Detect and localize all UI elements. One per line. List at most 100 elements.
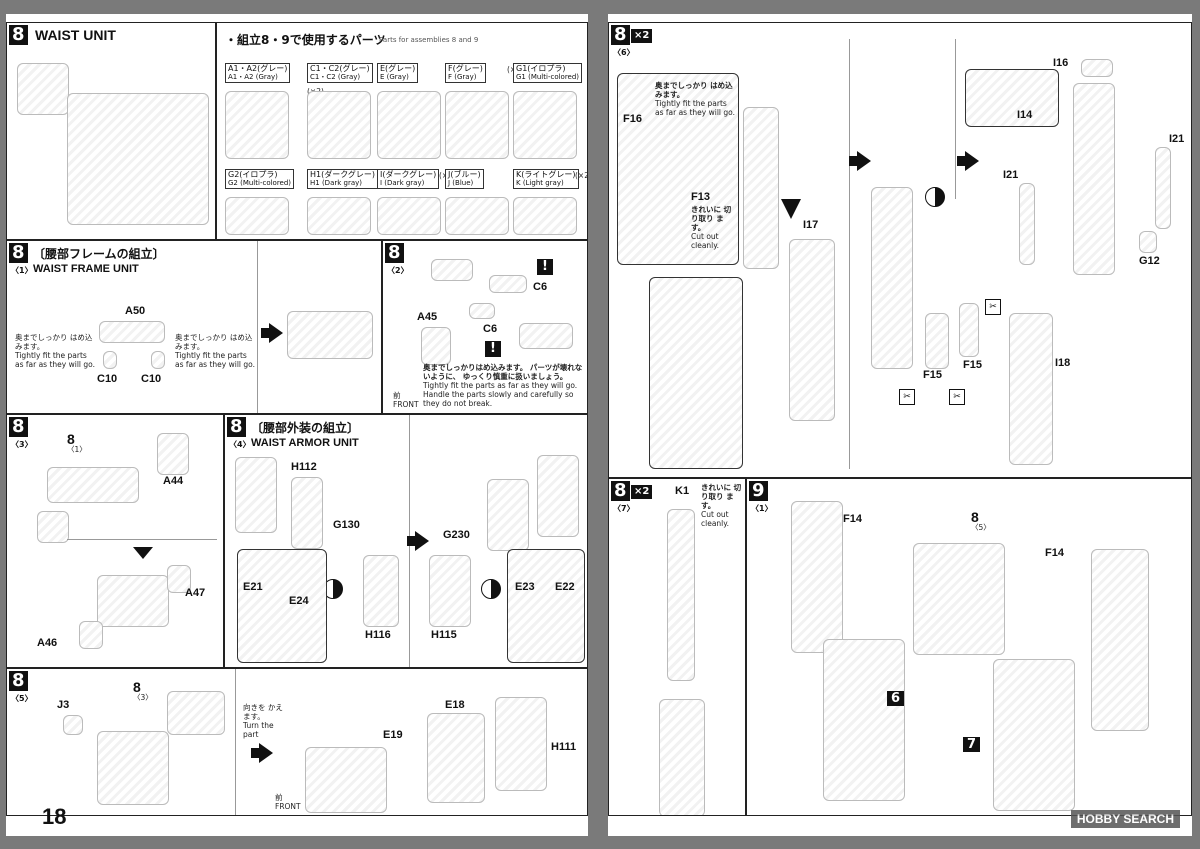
down-arrow-icon (781, 199, 801, 219)
leg-label-7: 7 (963, 737, 981, 752)
part-label-f15-right: F15 (963, 359, 982, 371)
divider (235, 669, 236, 815)
cut-icon: ✂ (985, 299, 1001, 315)
part-h112-illustration (291, 477, 323, 549)
ref-substep: 〈1〉 (67, 445, 87, 454)
part-c6-illustration-top (489, 275, 527, 293)
waist-small-illustration (17, 63, 69, 115)
parts-list-box: ・組立8・9で使用するパーツ Parts for assemblies 8 an… (216, 22, 588, 240)
runner-label: G1(イロプラ)G1 (Multi-colored) (513, 63, 583, 83)
substep-number: 〈6〉 (613, 48, 635, 57)
leg-6-illustration (823, 639, 905, 801)
step8-1-box: 8 〈1〉 〔腰部フレームの組立〕 WAIST FRAME UNIT A50 C… (6, 240, 382, 414)
part-i21-right-illustration (1155, 147, 1171, 229)
runner-illustration (377, 91, 441, 159)
assembled-illustration (97, 575, 169, 627)
step-title-jp: 〔腰部外装の組立〕 (251, 421, 360, 435)
next-arrow-icon (261, 323, 283, 343)
caution-note: 奥までしっかりはめ込みます。 パーツが壊れないように、 ゆっくり慎重に扱いましょ… (423, 363, 583, 408)
next-arrow-icon (957, 151, 979, 171)
waist-unit-illustration (913, 543, 1005, 655)
ref-step: 8 (971, 509, 979, 525)
fit-note: 奥までしっかり はめ込みます。Tightly fit the parts as … (655, 81, 735, 117)
part-label-c6-top: C6 (533, 281, 548, 293)
part-label-h112: H112 (291, 461, 317, 473)
part-label-i21-left: I21 (1003, 169, 1019, 181)
armor-right-back-illustration (537, 455, 579, 537)
runner-label: K(ライトグレー)K (Light gray) (513, 169, 579, 189)
part-label-c10-right: C10 (141, 373, 162, 385)
part-c6-illustration-mid (469, 303, 495, 319)
detail-inset-2 (519, 323, 573, 349)
substep-number: 〈1〉 (11, 266, 33, 275)
step-title-en: WAIST FRAME UNIT (33, 263, 139, 275)
substep-number: 〈2〉 (387, 266, 409, 275)
front-label: 前 FRONT (275, 793, 301, 811)
detail-inset-1 (431, 259, 473, 281)
part-a45-illustration (421, 327, 451, 365)
runner-illustration (225, 197, 289, 235)
detail-inset-right (507, 549, 585, 663)
detail-inset-i14 (965, 69, 1059, 127)
cut-note: きれいに 切り取り ます。Cut out cleanly. (701, 483, 742, 528)
armor-left-illustration (235, 457, 277, 533)
step-number: 8 (9, 243, 28, 263)
part-h116-illustration (363, 555, 399, 627)
right-binder-illustration (1091, 549, 1149, 731)
note-left: 奥までしっかり はめ込みます。Tightly fit the parts as … (15, 333, 95, 369)
part-label-i21-right: I21 (1169, 133, 1185, 145)
column-result-illustration (659, 699, 705, 815)
cut-note: きれいに 切り取り ます。Cut out cleanly. (691, 205, 732, 250)
detail-inset-left (237, 549, 327, 663)
part-lower-illustration (37, 511, 69, 543)
turn-note: 向きを かえます。Turn the part (243, 703, 283, 739)
part-label-i16: I16 (1053, 57, 1069, 69)
part-i17-illustration (789, 239, 835, 421)
part-label-i14: I14 (1017, 109, 1033, 121)
armor-assembly-illustration (97, 731, 169, 805)
part-h111-illustration (495, 697, 547, 791)
quantity-badge: ×2 (631, 29, 653, 43)
part-g12-illustration (1139, 231, 1157, 253)
part-f15-right-illustration (959, 303, 979, 357)
part-label-a47: A47 (185, 587, 206, 599)
section-title: WAIST UNIT (35, 27, 116, 43)
step-number: 8 (385, 243, 404, 263)
runner-label: C1・C2(グレー)C1・C2 (Gray) (307, 63, 373, 83)
cement-icon (481, 579, 501, 599)
part-k1-rods-illustration (667, 509, 695, 681)
runner-illustration (445, 197, 509, 235)
runner-label: G2(イロプラ)G2 (Multi-colored) (225, 169, 295, 189)
part-c10-right-illustration (151, 351, 165, 369)
step-number: 8 (9, 25, 28, 45)
part-i18-illustration (1009, 313, 1053, 465)
part-label-c6-mid: C6 (483, 323, 498, 335)
part-label-a50: A50 (125, 305, 146, 317)
runner-label: I(ダークグレー)I (Dark gray) (377, 169, 440, 189)
quantity-badge: ×2 (631, 485, 653, 499)
runner-label: H1(ダークグレー)H1 (Dark gray) (307, 169, 379, 189)
column-top-illustration (1073, 83, 1115, 275)
step-title-en: WAIST ARMOR UNIT (251, 437, 359, 449)
runner-label: F(グレー)F (Gray) (445, 63, 486, 83)
next-arrow-icon (251, 743, 273, 763)
step9-1-box: 9 〈1〉 F14 8 〈5〉 F14 6 7 (746, 478, 1192, 816)
ref-step: 8 (133, 679, 141, 695)
front-label: 前 FRONT (393, 391, 419, 409)
ref-step: 8 (67, 431, 75, 447)
part-label-g230: G230 (443, 529, 470, 541)
waist-unit-illustration (67, 93, 209, 225)
step8-5-box: 8 〈5〉 8 〈3〉 J3 向きを かえます。Turn the part 前 … (6, 668, 588, 816)
part-a44-illustration (157, 433, 189, 475)
step-number: 8 (9, 417, 28, 437)
assembled-column-illustration (871, 187, 913, 369)
cut-icon: ✂ (949, 389, 965, 405)
part-i16-illustration (1081, 59, 1113, 77)
part-label-g130: G130 (333, 519, 360, 531)
part-label-g12: G12 (1139, 255, 1160, 267)
warning-icon: ! (537, 259, 553, 275)
part-label-e19: E19 (383, 729, 403, 741)
detail-inset-zoom (649, 277, 743, 469)
runner-illustration (445, 91, 509, 159)
armor-right-illustration (487, 479, 529, 551)
